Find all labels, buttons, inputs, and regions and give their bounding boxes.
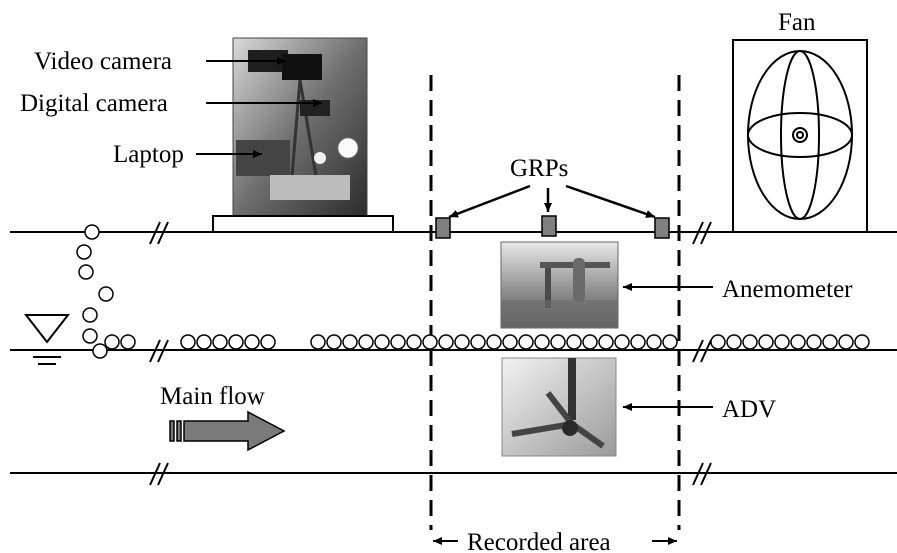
bubble-icon: [310, 334, 326, 350]
bubble-icon: [98, 286, 114, 302]
bubble-icon: [742, 334, 758, 350]
break-mark-icon: [149, 221, 712, 486]
bubble-icon: [326, 334, 342, 350]
grps-label: GRPs: [510, 155, 568, 182]
anemometer-photo: [500, 241, 619, 329]
video-camera-label: Video camera: [34, 48, 172, 75]
bubble-icon: [374, 334, 390, 350]
bubble-icon: [806, 334, 822, 350]
bubble-icon: [82, 328, 98, 344]
camera-setup-photo: [232, 37, 368, 219]
bubble-icon: [244, 334, 260, 350]
bubble-icon: [212, 334, 228, 350]
adv-photo: [501, 357, 617, 457]
recorded-area-label: Recorded area: [467, 529, 611, 553]
fan-icon: [747, 50, 853, 220]
bubble-icon: [82, 307, 98, 323]
bubble-icon: [438, 334, 454, 350]
bubble-icon: [614, 334, 630, 350]
bubble-icon: [662, 334, 678, 350]
laptop-label: Laptop: [113, 141, 184, 168]
bubble-icon: [228, 334, 244, 350]
bubble-icon: [342, 334, 358, 350]
bubble-icon: [550, 334, 566, 350]
bubble-icon: [92, 343, 108, 359]
bubble-icon: [710, 334, 726, 350]
bubble-icon: [854, 334, 870, 350]
water-surface-icon: [23, 314, 71, 365]
bubble-icon: [774, 334, 790, 350]
bubble-icon: [358, 334, 374, 350]
fan-label: Fan: [778, 9, 816, 36]
bubble-icon: [758, 334, 774, 350]
bubble-icon: [422, 334, 438, 350]
grp-marker: [435, 217, 451, 239]
bubble-icon: [822, 334, 838, 350]
fan-housing: [732, 39, 868, 233]
bubble-icon: [630, 334, 646, 350]
grp-marker: [541, 215, 557, 237]
bubble-icon: [838, 334, 854, 350]
digital-camera-label: Digital camera: [20, 90, 168, 117]
grp-marker: [654, 217, 670, 239]
bubble-icon: [518, 334, 534, 350]
main-flow-arrow-icon: [169, 410, 286, 452]
bubble-icon: [104, 334, 120, 350]
grps-arrows: [448, 184, 656, 219]
bubble-icon: [582, 334, 598, 350]
bubble-icon: [120, 334, 136, 350]
bubble-icon: [180, 334, 196, 350]
bubble-icon: [790, 334, 806, 350]
anemometer-label: Anemometer: [722, 276, 853, 303]
main-flow-label: Main flow: [160, 383, 265, 410]
bubble-icon: [76, 244, 92, 260]
bubble-icon: [260, 334, 276, 350]
bubble-icon: [502, 334, 518, 350]
bubble-icon: [646, 334, 662, 350]
platform: [212, 215, 394, 233]
bubble-icon: [566, 334, 582, 350]
bubble-icon: [84, 224, 100, 240]
adv-label: ADV: [722, 396, 776, 423]
bubble-icon: [534, 334, 550, 350]
bubble-icon: [454, 334, 470, 350]
bubble-icon: [406, 334, 422, 350]
bubble-icon: [486, 334, 502, 350]
bubble-icon: [196, 334, 212, 350]
bubble-icon: [726, 334, 742, 350]
bubble-icon: [598, 334, 614, 350]
bubbles: [76, 224, 870, 359]
bubble-icon: [470, 334, 486, 350]
bubble-icon: [390, 334, 406, 350]
bubble-icon: [78, 264, 94, 280]
